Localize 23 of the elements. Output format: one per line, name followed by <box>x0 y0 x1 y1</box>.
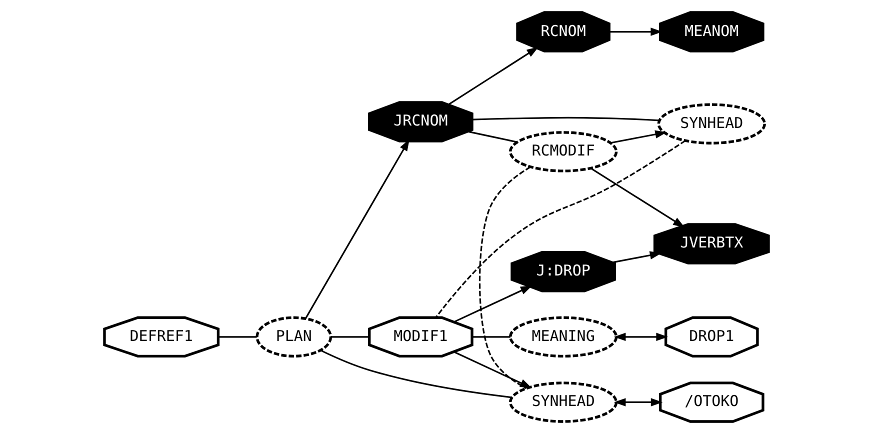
node-ellipse: MEANING <box>508 316 618 358</box>
connector <box>330 336 369 338</box>
connector <box>218 336 256 338</box>
arrow <box>613 332 668 342</box>
node-ellipse: RCMODIF <box>508 131 618 172</box>
arrow <box>304 139 410 319</box>
arrow <box>590 168 684 228</box>
arrow <box>613 398 662 406</box>
node-ellipse: SYNHEAD <box>508 382 618 423</box>
arrow <box>608 28 662 36</box>
connector <box>434 140 686 318</box>
connector <box>478 166 530 390</box>
node-ellipse: PLAN <box>255 316 332 358</box>
arrow <box>448 46 538 106</box>
connector <box>466 130 517 143</box>
connector <box>472 116 660 122</box>
arrow <box>453 286 532 323</box>
connector <box>472 336 510 338</box>
node-ellipse: SYNHEAD <box>656 103 766 144</box>
connector <box>320 350 512 398</box>
arrow <box>610 130 666 144</box>
arrow <box>453 351 532 388</box>
arrow <box>611 251 662 264</box>
